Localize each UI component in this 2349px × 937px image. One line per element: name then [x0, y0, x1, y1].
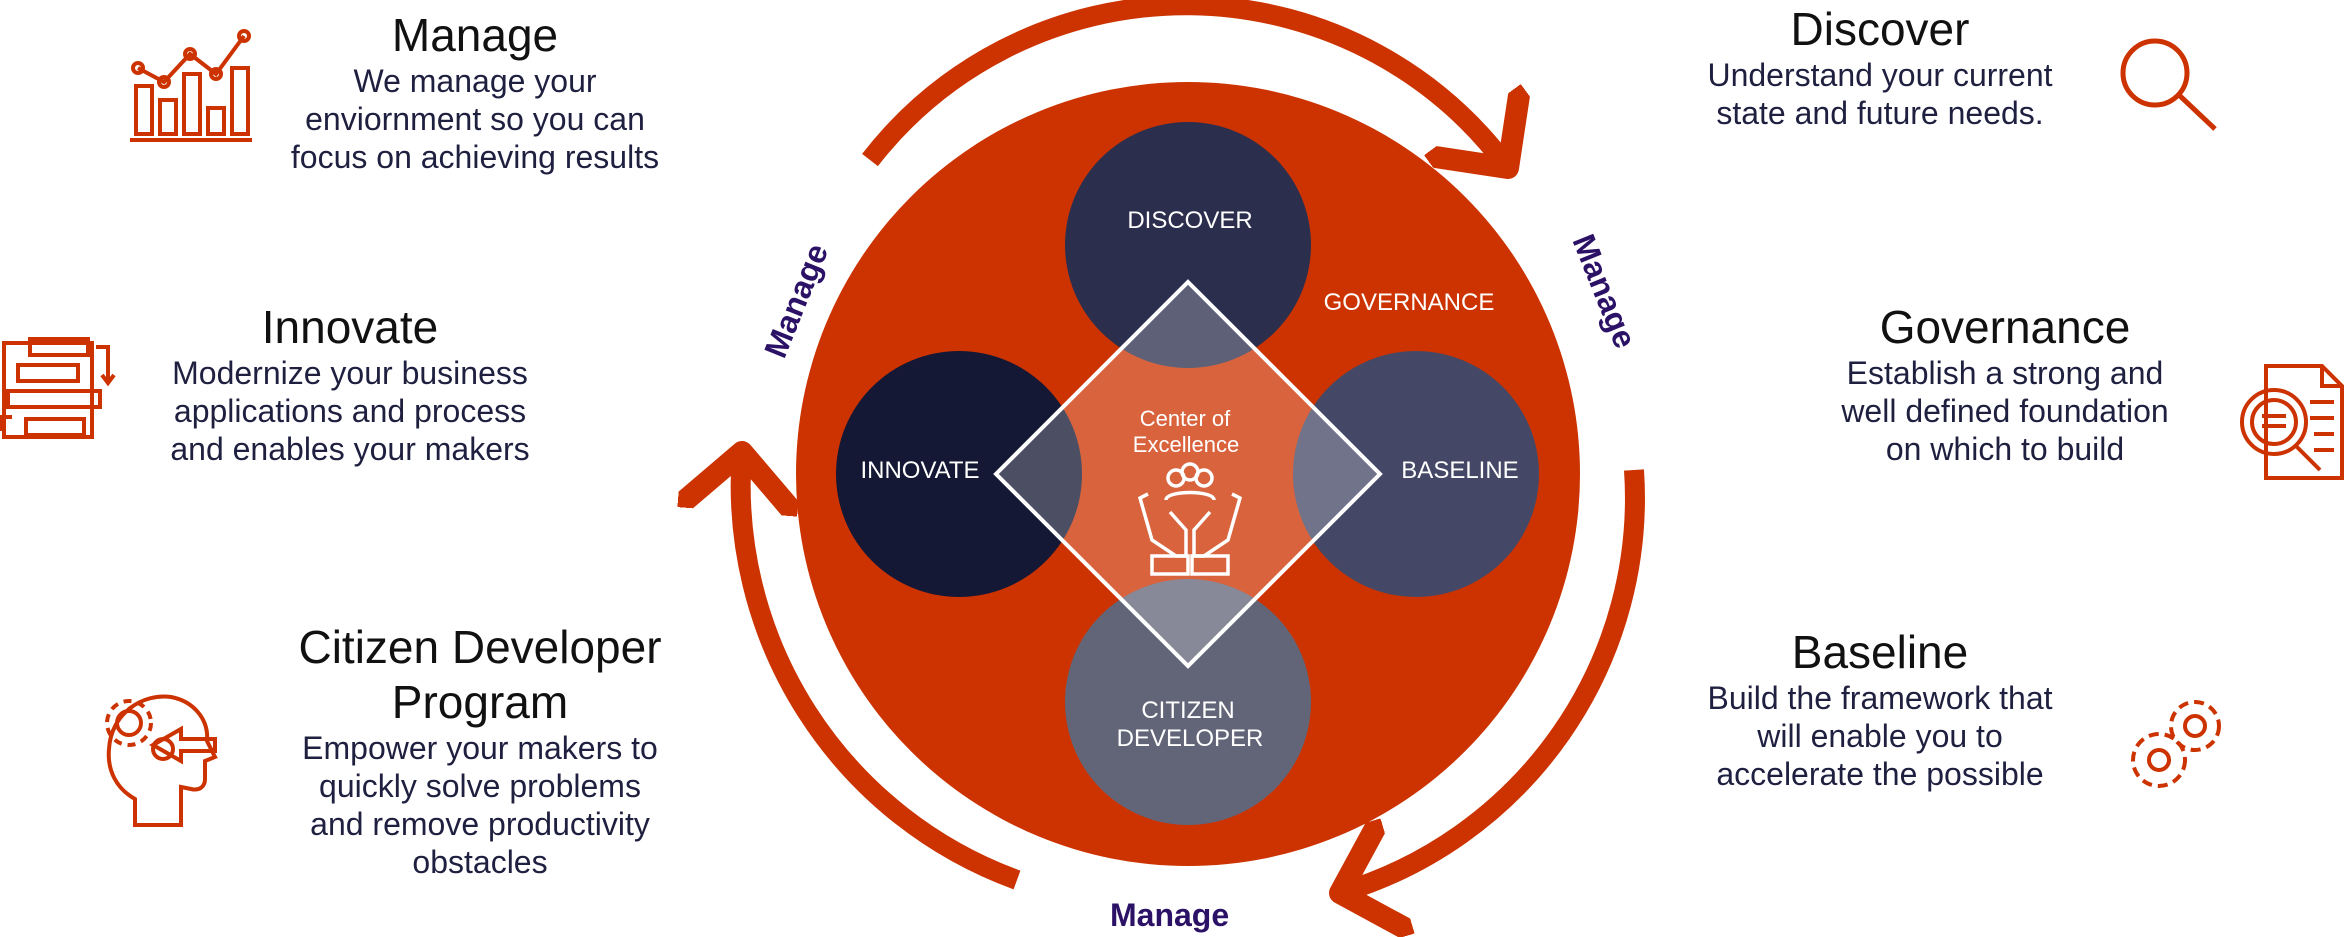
innovate-block: Innovate Modernize your business applica… [150, 300, 550, 468]
baseline-title: Baseline [1791, 626, 1969, 678]
baseline-block: Baseline Build the framework that will e… [1665, 625, 2095, 793]
manage-block: Manage We manage your enviornment so you… [270, 8, 680, 176]
manage-label-bottom: Manage [1110, 897, 1229, 933]
document-search-icon [2240, 364, 2344, 480]
citizen-developer-circle [1065, 579, 1311, 825]
citizen-circle-label-line2: DEVELOPER [1117, 725, 1264, 752]
manage-description: We manage your enviornment so you can fo… [290, 63, 660, 175]
innovate-circle [836, 351, 1082, 597]
cycle-arrow-top [862, 0, 1508, 168]
bar-chart-icon [130, 29, 252, 142]
citizen-circle-label-line1: CITIZEN [1141, 697, 1234, 724]
main-circle [796, 82, 1580, 866]
cycle-arrow-left [741, 452, 1021, 890]
citizen-developer-block: Citizen Developer Program Empower your m… [270, 620, 690, 881]
governance-description: Establish a strong and well defined foun… [1841, 355, 2169, 467]
governance-title: Governance [1879, 301, 2131, 353]
manage-label-right: Manage [1566, 229, 1644, 353]
discover-circle-label: DISCOVER [1127, 207, 1252, 234]
discover-circle [1065, 122, 1311, 368]
hands-people-icon [1137, 462, 1243, 576]
baseline-description: Build the framework that will enable you… [1707, 680, 2053, 792]
innovate-title: Innovate [261, 301, 439, 353]
baseline-circle [1293, 351, 1539, 597]
cycle-arrow-right [1340, 469, 1645, 893]
innovate-description: Modernize your business applications and… [170, 355, 530, 467]
governance-block: Governance Establish a strong and well d… [1800, 300, 2210, 468]
citizen-developer-title: Citizen Developer Program [298, 621, 662, 729]
discover-description: Understand your current state and future… [1707, 57, 2053, 131]
center-label-line2: Excellence [1133, 432, 1239, 457]
manage-title: Manage [391, 9, 559, 61]
head-gears-icon [105, 694, 218, 827]
citizen-developer-description: Empower your makers to quickly solve pro… [302, 730, 658, 880]
baseline-circle-label: BASELINE [1401, 457, 1518, 484]
innovate-circle-label: INNOVATE [860, 457, 979, 484]
governance-label: GOVERNANCE [1324, 289, 1495, 316]
gears-icon [2131, 700, 2221, 788]
process-flow-icon [0, 337, 116, 439]
center-diamond [993, 279, 1383, 669]
discover-title: Discover [1790, 3, 1970, 55]
center-label-line1: Center of [1140, 406, 1231, 431]
magnifier-icon [2120, 38, 2217, 131]
discover-block: Discover Understand your current state a… [1660, 2, 2100, 133]
